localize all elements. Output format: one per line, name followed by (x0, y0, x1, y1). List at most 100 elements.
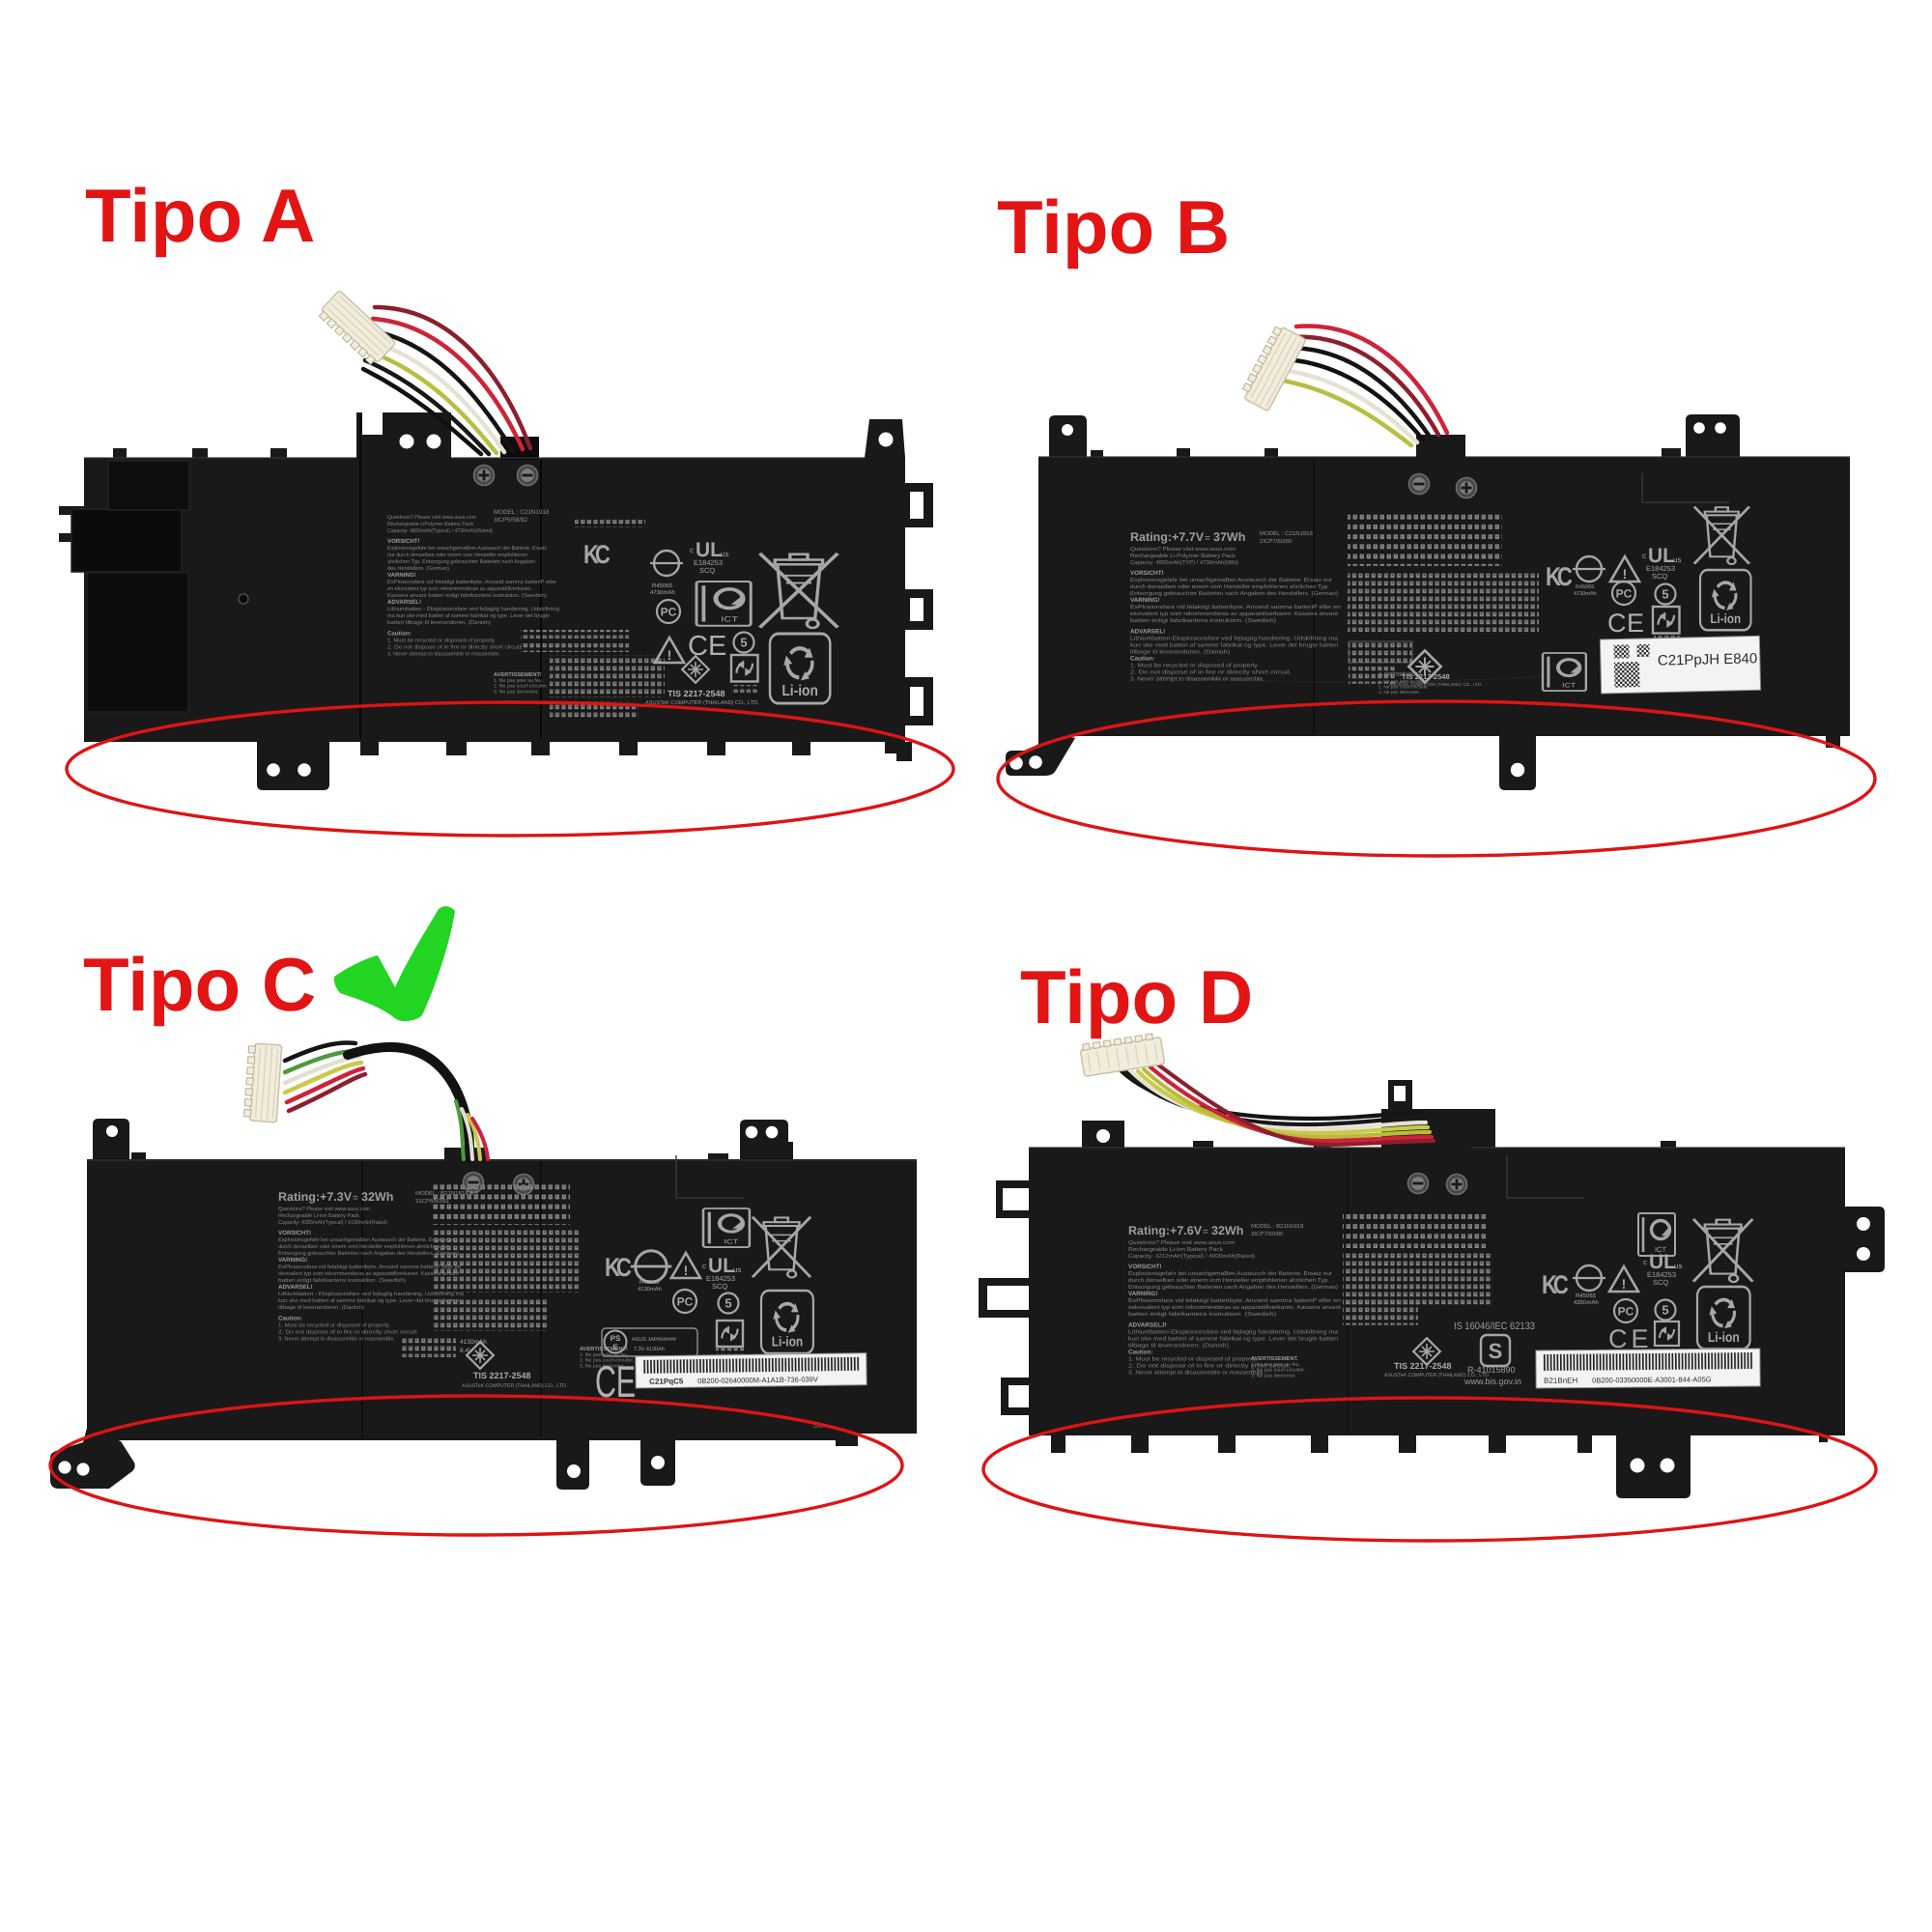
svg-text:MODEL : C21N1918: MODEL : C21N1918 (494, 509, 550, 516)
svg-text:4730mAh: 4730mAh (650, 589, 675, 596)
svg-text:AVERTISSEMENT!: AVERTISSEMENT! (580, 1347, 628, 1352)
svg-text:Rechargeable Li-ion Battery Pa: Rechargeable Li-ion Battery Pack (1128, 1246, 1223, 1253)
svg-text:batteri enligt fabrikantens in: batteri enligt fabrikantens instruktion.… (1130, 617, 1276, 624)
svg-text:2. Do not dispose of in fire o: 2. Do not dispose of in fire or directly… (387, 643, 524, 650)
svg-text:Explosionsgefahr bei unsachgem: Explosionsgefahr bei unsachgemaBem Austa… (387, 545, 547, 552)
svg-text:durch denselben oder einem vom: durch denselben oder einem vom Herstelle… (1130, 583, 1329, 590)
svg-text:4130mAh: 4130mAh (460, 1339, 487, 1346)
svg-text:E: E (616, 1356, 636, 1406)
svg-text:1. Ne pas jeter au feu.: 1. Ne pas jeter au feu. (580, 1352, 629, 1358)
svg-text:C21PpJH E840: C21PpJH E840 (1658, 650, 1758, 668)
svg-text:Lithiumbatteri - Eksplosionsfa: Lithiumbatteri - Eksplosionsfare ved fej… (387, 606, 559, 612)
svg-text:batteri enligt fabrikantens in: batteri enligt fabrikantens instruktion.… (278, 1277, 406, 1284)
svg-text:ADVARSELJ!: ADVARSELJ! (1128, 1321, 1167, 1328)
svg-text:32Wh: 32Wh (1211, 1224, 1243, 1237)
svg-text:1. Ne pas jeter au feu.: 1. Ne pas jeter au feu. (494, 678, 543, 684)
svg-text:E: E (708, 631, 726, 662)
svg-text:1. Must be recycled or dispose: 1. Must be recycled or disposed of prope… (387, 637, 496, 643)
svg-text:0B200-02640000M-A1A1B-736-039V: 0B200-02640000M-A1A1B-736-039V (697, 1375, 818, 1385)
svg-text:AVERTISSEMENT!: AVERTISSEMENT! (494, 672, 542, 678)
svg-text:Entsorgung gebrauchter Batteri: Entsorgung gebrauchter Batterien nach An… (278, 1250, 459, 1257)
svg-text:32Wh: 32Wh (361, 1190, 393, 1204)
svg-text:ASUS JAPAN####: ASUS JAPAN#### (632, 1337, 677, 1343)
svg-text:Caution:: Caution: (1130, 655, 1155, 662)
svg-text:TIS 2217-2548: TIS 2217-2548 (1402, 672, 1450, 681)
svg-text:3ICP7/60/80: 3ICP7/60/80 (1251, 1231, 1284, 1237)
svg-text:Capacity: 4212mAh(Typical) / 4: Capacity: 4212mAh(Typical) / 4000mAh(Rat… (1128, 1253, 1255, 1260)
svg-text:1. Ne pas jeter au feu.: 1. Ne pas jeter au feu. (1378, 679, 1424, 685)
svg-text:2. Ne pas court-circuiter.: 2. Ne pas court-circuiter. (1251, 1368, 1305, 1374)
svg-text:Rechargeable Li-Polymer Batter: Rechargeable Li-Polymer Battery Pack (1130, 553, 1236, 559)
svg-text:3. Ne pas demonter.: 3. Ne pas demonter. (494, 689, 539, 695)
svg-text:3. Never attempt to disassembl: 3. Never attempt to disassemble or reass… (387, 650, 500, 657)
svg-text:=: = (353, 1193, 358, 1204)
svg-text:batteri enligt fabrikantens in: batteri enligt fabrikantens instruktion.… (1128, 1311, 1276, 1318)
svg-text:3. Never attempt to disassembl: 3. Never attempt to disassemble or reass… (1128, 1369, 1264, 1376)
svg-text:Explosionsgefahr bei unsachgem: Explosionsgefahr bei unsachgemaBen Austa… (1128, 1270, 1332, 1277)
svg-text:Explosionsgefahr bei unsachgem: Explosionsgefahr bei unsachgemaBen Austa… (1130, 577, 1332, 583)
svg-text:1. Must be recycled or dispose: 1. Must be recycled or disposed of prope… (278, 1321, 390, 1328)
svg-text:C: C (595, 1356, 616, 1406)
svg-text:Kassera anvant batteri enligt: Kassera anvant batteri enligt fabrikante… (387, 592, 547, 599)
svg-text:R45065: R45065 (1576, 584, 1594, 590)
svg-text:des Herstellers. (German): des Herstellers. (German) (387, 565, 449, 572)
svg-text:VORSICHT!: VORSICHT! (387, 538, 420, 545)
svg-text:Rechargeable LiPolymer Battery: Rechargeable LiPolymer Battery Pack (387, 521, 473, 527)
svg-text:Rating:+7.7V: Rating:+7.7V (1130, 530, 1205, 544)
svg-text:R45065: R45065 (652, 582, 673, 589)
svg-text:TIS 2217-2548: TIS 2217-2548 (1394, 1361, 1452, 1371)
svg-text:MODEL : C21N1918: MODEL : C21N1918 (1260, 530, 1313, 537)
svg-text:ASUSTeK COMPUTER (THAILAND) CO: ASUSTeK COMPUTER (THAILAND) CO., LTD. (645, 699, 759, 706)
svg-text:Rating:+7.6V: Rating:+7.6V (1128, 1224, 1203, 1237)
svg-text:3ICP5/58/82: 3ICP5/58/82 (494, 517, 528, 524)
svg-text:Caution:: Caution: (387, 630, 412, 637)
svg-text:R45065: R45065 (1576, 1293, 1597, 1299)
svg-text:2. Do not dispose of in fire o: 2. Do not dispose of in fire or directly… (1130, 668, 1292, 675)
svg-text:=: = (1203, 1227, 1208, 1237)
svg-text:Capacity: 4850mAh(Typical) / 4: Capacity: 4850mAh(Typical) / 4730mAh(Rat… (387, 527, 493, 534)
svg-text:VORSICHT!: VORSICHT! (1128, 1264, 1162, 1270)
svg-text:VORSICHT!: VORSICHT! (278, 1230, 311, 1236)
svg-text:ASUSTeK COMPUTER (THAILAND) CO: ASUSTeK COMPUTER (THAILAND) CO., LTD. (462, 1383, 567, 1389)
svg-text:VARNING!: VARNING! (1128, 1291, 1158, 1297)
svg-text:ExPlosionsfara vid felaktigt b: ExPlosionsfara vid felaktigt batteribyte… (1130, 604, 1341, 611)
svg-text:ma kun ske med batteri af samm: ma kun ske med batteri af samme fabrikat… (387, 612, 550, 619)
svg-text:R-41015890: R-41015890 (1467, 1365, 1516, 1375)
svg-text:0B200-03350000E-A3001-844-A05G: 0B200-03350000E-A3001-844-A05G (1592, 1375, 1712, 1384)
svg-text:ADVARSEL!: ADVARSEL! (387, 599, 421, 606)
svg-text:2. Ne pas court-circuiter.: 2. Ne pas court-circuiter. (580, 1358, 634, 1364)
svg-text:ADVARSEL!: ADVARSEL! (1130, 628, 1165, 635)
svg-text:C21PqC5: C21PqC5 (649, 1377, 684, 1385)
svg-text:ekvivalent typ som rekommender: ekvivalent typ som rekommenderas av appa… (1130, 611, 1338, 617)
svg-text:kun ske med batteri af samme f: kun ske med batteri af samme fabrikat og… (1130, 641, 1338, 648)
svg-text:sekvivalent typ som rekommende: sekvivalent typ som rekommenderas av app… (1128, 1304, 1341, 1311)
svg-text:4350mAh: 4350mAh (1574, 1299, 1599, 1306)
svg-text:en ekvivalent typ som rekommen: en ekvivalent typ som rekommenderas av a… (387, 585, 532, 592)
svg-text:Caution:: Caution: (1128, 1349, 1153, 1355)
svg-text:nur durch denselben oder einem: nur durch denselben oder einem vom Herst… (387, 552, 527, 558)
svg-text:A-ERT09EW207.: A-ERT09EW207. (1378, 671, 1423, 678)
svg-text:3. Ne pas demonter.: 3. Ne pas demonter. (1251, 1373, 1296, 1378)
svg-text:1. Ne pas jeter au feu.: 1. Ne pas jeter au feu. (1251, 1362, 1300, 1368)
svg-text:Lithiumbatteri-Eksplosionsfare: Lithiumbatteri-Eksplosionsfare ved fejla… (1128, 1328, 1339, 1335)
svg-text:2. Ne pas court-circuiter.: 2. Ne pas court-circuiter. (1378, 684, 1429, 690)
svg-text:tilbage til leverandoren. (Dan: tilbage til leverandoren. (Danish) (1128, 1342, 1229, 1349)
svg-text:C: C (688, 631, 708, 662)
svg-text:Entsorgung gebrauchter Batteri: Entsorgung gebrauchter Batterien nach An… (1128, 1284, 1338, 1291)
svg-text:2ICP7/60/80: 2ICP7/60/80 (1260, 538, 1293, 545)
svg-text:tilbage til leverandoren. (Dan: tilbage til leverandoren. (Danish) (278, 1304, 364, 1311)
svg-text:B21BnEH: B21BnEH (1544, 1377, 1577, 1385)
svg-text:37Wh: 37Wh (1213, 530, 1245, 544)
svg-text:Questions? Please visit www.as: Questions? Please visit www.asus.com (278, 1206, 370, 1212)
svg-text:Tipo D: Tipo D (1020, 954, 1253, 1039)
svg-text:durch denselben oder einem vom: durch denselben oder einem vom Herstelle… (1128, 1277, 1329, 1284)
svg-text:Capacity: 4385mAh(Typical) / 4: Capacity: 4385mAh(Typical) / 4130mAh(Rat… (278, 1219, 387, 1226)
svg-text:3. Ne pas demonter.: 3. Ne pas demonter. (580, 1363, 625, 1369)
svg-text:ExPlosionsfara vid felaktigt b: ExPlosionsfara vid felaktigt batteribyte… (1128, 1297, 1341, 1304)
svg-text:Caution:: Caution: (278, 1315, 302, 1321)
svg-text:1. Must be recycled or dispose: 1. Must be recycled or disposed of prope… (1128, 1355, 1258, 1362)
svg-text:=: = (1205, 533, 1210, 544)
svg-text:4130mAh: 4130mAh (638, 1286, 662, 1293)
svg-text:7.3V 4130Ah: 7.3V 4130Ah (634, 1347, 665, 1352)
svg-text:R45065: R45065 (639, 1279, 659, 1286)
